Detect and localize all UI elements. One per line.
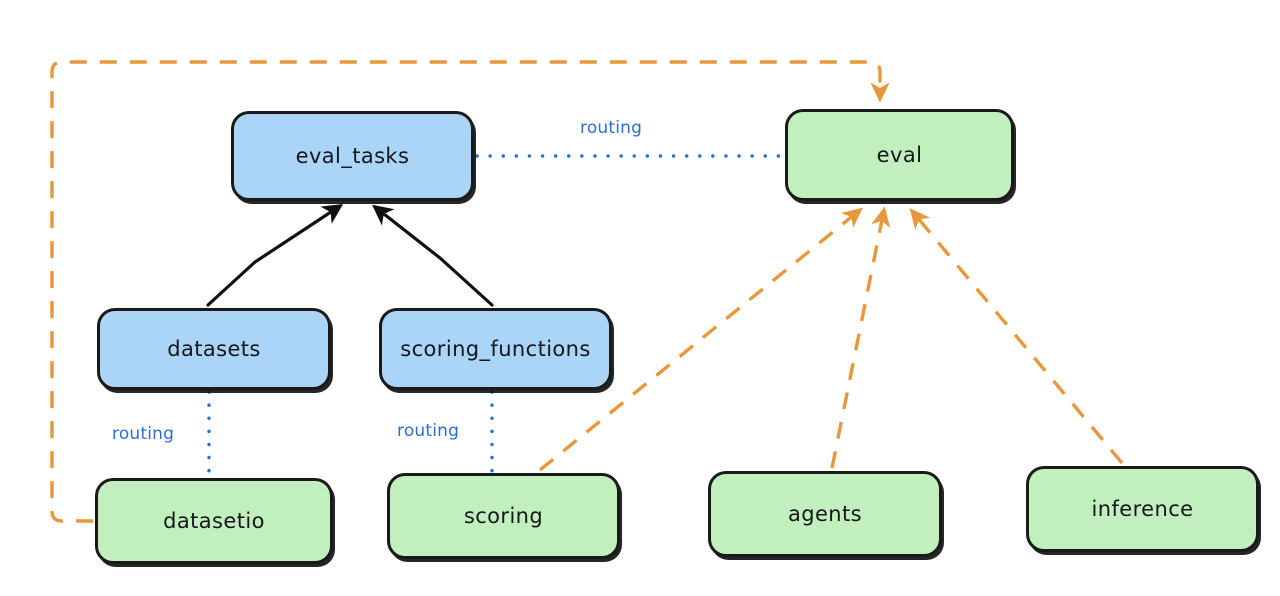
edge-label-routing-datasets-datasetio: routing xyxy=(112,424,175,444)
edge-scoring-functions-to-eval-tasks xyxy=(372,204,494,307)
node-label-eval-tasks: eval_tasks xyxy=(295,144,410,168)
node-inference[interactable]: inference xyxy=(1026,466,1259,552)
node-label-scoring: scoring xyxy=(463,504,544,528)
node-eval-tasks[interactable]: eval_tasks xyxy=(231,111,474,201)
node-label-datasetio: datasetio xyxy=(163,509,265,533)
node-agents[interactable]: agents xyxy=(708,471,942,557)
node-eval[interactable]: eval xyxy=(785,109,1014,201)
node-label-datasets: datasets xyxy=(167,337,261,361)
node-label-inference: inference xyxy=(1091,497,1194,521)
node-label-scoring-functions: scoring_functions xyxy=(400,337,591,361)
edge-label-routing-scoring-functions-scoring: routing xyxy=(397,421,460,441)
node-scoring-functions[interactable]: scoring_functions xyxy=(379,308,612,390)
edge-label-routing-eval-tasks-eval: routing xyxy=(580,118,643,138)
node-datasetio[interactable]: datasetio xyxy=(95,478,333,564)
edge-datasets-to-eval-tasks xyxy=(206,203,344,307)
node-label-agents: agents xyxy=(787,502,862,526)
node-label-eval: eval xyxy=(876,143,923,167)
node-datasets[interactable]: datasets xyxy=(97,308,331,390)
node-scoring[interactable]: scoring xyxy=(387,473,620,559)
edge-agents-to-eval xyxy=(830,206,891,469)
edge-inference-to-eval xyxy=(909,208,1124,465)
